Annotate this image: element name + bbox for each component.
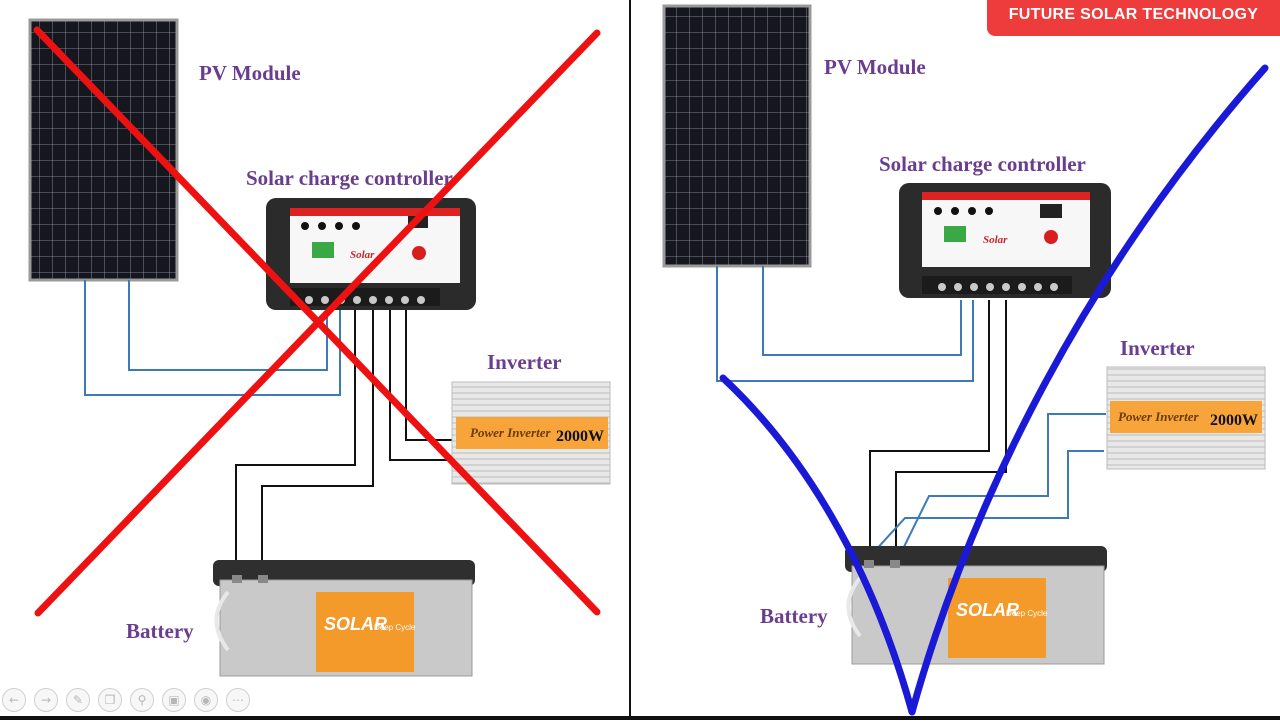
brand-banner: FUTURE SOLAR TECHNOLOGY bbox=[987, 0, 1280, 36]
bottom-bar bbox=[0, 716, 1280, 720]
right-pv-label: PV Module bbox=[824, 55, 926, 79]
screen-icon[interactable]: ▣ bbox=[162, 688, 186, 712]
right-controller-brand: Solar bbox=[983, 234, 1008, 246]
panel-divider bbox=[629, 0, 631, 716]
right-dc-wires bbox=[869, 300, 1007, 560]
right-inverter-brand: Power Inverter bbox=[1118, 409, 1199, 424]
left-battery: SOLAR Deep Cycle bbox=[213, 560, 475, 677]
right-inverter: Power Inverter 2000W bbox=[1106, 366, 1266, 470]
right-battery: SOLAR Deep Cycle bbox=[845, 546, 1107, 665]
right-battery-label: Battery bbox=[760, 604, 828, 628]
right-charge-controller: Solar bbox=[899, 183, 1111, 298]
left-battery-brand: SOLAR bbox=[324, 614, 387, 634]
right-inverter-label: Inverter bbox=[1120, 336, 1195, 360]
right-inverter-wires bbox=[872, 413, 1106, 558]
player-toolbar: ← → ✎ ❐ ⚲ ▣ ◉ ⋯ bbox=[2, 688, 250, 714]
left-battery-sub: Deep Cycle bbox=[374, 623, 416, 632]
left-pv-wires bbox=[84, 280, 341, 396]
left-inverter: Power Inverter 2000W bbox=[451, 381, 611, 485]
copy-icon[interactable]: ❐ bbox=[98, 688, 122, 712]
left-controller-label: Solar charge controller bbox=[246, 166, 453, 190]
left-inverter-rating: 2000W bbox=[556, 428, 604, 445]
left-inverter-label: Inverter bbox=[487, 350, 562, 374]
back-icon[interactable]: ← bbox=[2, 688, 26, 712]
more-icon[interactable]: ⋯ bbox=[226, 688, 250, 712]
right-controller-label: Solar charge controller bbox=[879, 152, 1086, 176]
right-pv-module bbox=[662, 4, 812, 268]
right-panel: PV Module Solar charge controller S bbox=[662, 4, 1269, 716]
zoom-icon[interactable]: ⚲ bbox=[130, 688, 154, 712]
left-battery-label: Battery bbox=[126, 619, 194, 643]
left-dc-wires bbox=[235, 305, 460, 572]
left-charge-controller: Solar bbox=[266, 198, 476, 310]
right-pv-wires bbox=[716, 266, 974, 382]
left-inverter-brand: Power Inverter bbox=[470, 425, 551, 440]
camera-icon[interactable]: ◉ bbox=[194, 688, 218, 712]
forward-icon[interactable]: → bbox=[34, 688, 58, 712]
pen-icon[interactable]: ✎ bbox=[66, 688, 90, 712]
left-panel: PV Module Solar charge controller Solar bbox=[28, 18, 611, 677]
right-battery-brand: SOLAR bbox=[956, 600, 1019, 620]
right-battery-sub: Deep Cycle bbox=[1006, 609, 1048, 618]
left-pv-label: PV Module bbox=[199, 61, 301, 85]
right-inverter-rating: 2000W bbox=[1210, 412, 1258, 429]
left-controller-brand: Solar bbox=[350, 249, 375, 261]
correct-check-mark bbox=[719, 64, 1269, 716]
wrong-cross-mark bbox=[33, 26, 601, 617]
